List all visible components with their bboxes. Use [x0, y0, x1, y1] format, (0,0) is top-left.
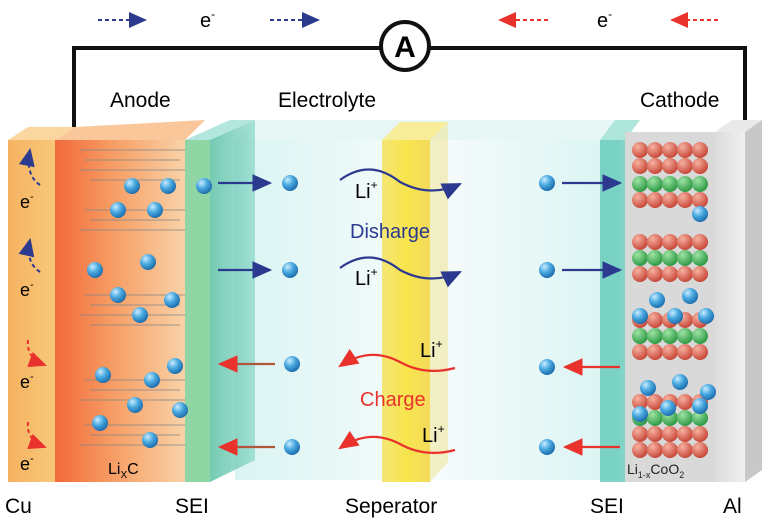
- ion-discharge-2c: [539, 262, 555, 278]
- al-collector-side: [745, 120, 762, 482]
- charge-label: Charge: [360, 389, 426, 411]
- al-collector-top: [715, 120, 762, 132]
- sei-right-body: [600, 140, 625, 482]
- top-electron-right: e-: [597, 7, 612, 32]
- separator: [382, 140, 430, 482]
- charge-curve-2: [338, 430, 456, 455]
- cathode-ions: [632, 206, 716, 422]
- anode-ions: [87, 178, 188, 448]
- collector-electron-arrow-2: [18, 238, 41, 273]
- sei-left-body: [185, 140, 210, 482]
- ion-discharge-1b: [282, 175, 298, 191]
- anode-top: [55, 120, 205, 140]
- sei-left: [185, 120, 255, 140]
- li-ion-label-2: Li+: [355, 265, 378, 290]
- discharge-curve-2: [339, 256, 462, 288]
- separator-top: [382, 122, 448, 140]
- collector-electron-3: e-: [20, 371, 34, 392]
- top-electron-left: e-: [200, 7, 215, 32]
- sei-left-film: [210, 120, 255, 482]
- cu-collector-top: [8, 127, 75, 140]
- ion-charge-2b: [284, 439, 300, 455]
- collector-electron-arrow-4: [26, 421, 47, 449]
- charge-curve-1: [338, 348, 456, 373]
- discharge-curve-1: [339, 168, 462, 200]
- external-circuit-wire: [72, 46, 747, 130]
- ammeter-label: A: [394, 31, 416, 64]
- collector-electron-2: e-: [20, 279, 34, 300]
- cathode-label: Cathode: [640, 89, 719, 112]
- electrolyte-label: Electrolyte: [278, 89, 376, 112]
- sei-left-label: SEI: [175, 495, 209, 518]
- lixc-formula: LiXC: [108, 461, 139, 481]
- collector-electron-arrow-1: [19, 148, 41, 186]
- li-ion-label-4: Li+: [422, 422, 445, 447]
- ion-discharge-2b: [282, 262, 298, 278]
- ion-charge-1b: [284, 356, 300, 372]
- al-label: Al: [723, 495, 742, 518]
- discharge-label: Disharge: [350, 221, 430, 243]
- ion-charge-2c: [539, 439, 555, 455]
- separator-label: Seperator: [345, 495, 437, 518]
- collector-electron-4: e-: [20, 453, 34, 474]
- ion-discharge-1a: [196, 178, 212, 194]
- al-collector: [715, 132, 745, 482]
- anode-label: Anode: [110, 89, 171, 112]
- graphite-layers: [80, 149, 185, 446]
- li-ion-label-1: Li+: [355, 178, 378, 203]
- ion-charge-1c: [539, 359, 555, 375]
- sei-right: [600, 120, 640, 140]
- collector-electron-1: e-: [20, 191, 34, 212]
- li-ion-label-3: Li+: [420, 337, 443, 362]
- ion-discharge-1c: [539, 175, 555, 191]
- collector-electron-arrow-3: [26, 339, 47, 367]
- separator-side: [430, 122, 448, 482]
- cu-collector: [8, 140, 55, 482]
- ammeter-circle: [379, 20, 431, 72]
- sei-right-label: SEI: [590, 495, 624, 518]
- cu-label: Cu: [5, 495, 32, 518]
- licoo2-formula: Li1-xCoO2: [627, 461, 684, 480]
